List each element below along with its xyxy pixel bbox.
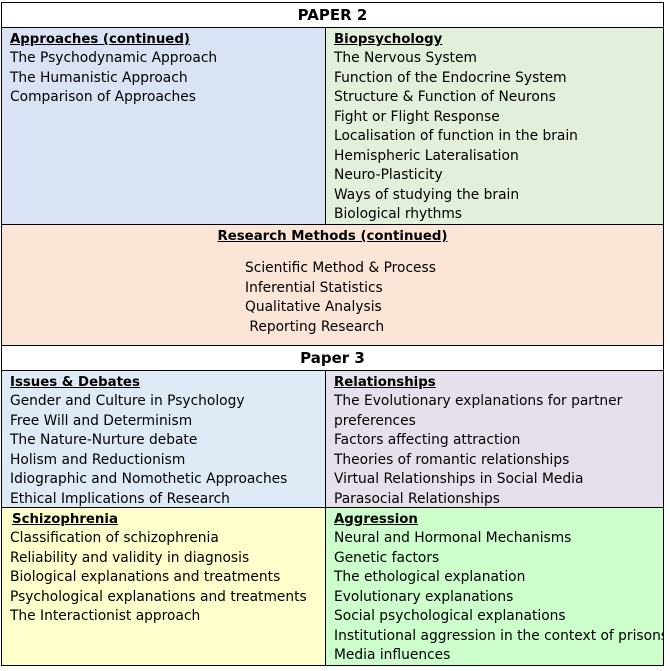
- list-item: Virtual Relationships in Social Media: [334, 471, 584, 488]
- list-item: Classification of schizophrenia: [10, 530, 219, 547]
- list-item: The Humanistic Approach: [10, 69, 188, 86]
- issues-debates-title: Issues & Debates: [10, 375, 140, 390]
- list-item: Inferential Statistics: [245, 279, 383, 296]
- paper-3-title: Paper 3: [300, 349, 365, 367]
- list-item: Factors affecting attraction: [334, 432, 521, 449]
- aggression-list: Neural and Hormonal Mechanisms Genetic f…: [326, 529, 664, 665]
- list-item: Neuro-Plasticity: [334, 167, 443, 184]
- list-item: Genetic factors: [334, 549, 440, 566]
- list-item: Scientific Method & Process: [245, 260, 436, 276]
- list-item: The Nature-Nurture debate: [10, 432, 198, 449]
- list-item: Reliability and validity in diagnosis: [10, 549, 250, 566]
- list-item: Biological explanations and treatments: [10, 569, 281, 586]
- list-item: Structure & Function of Neurons: [334, 89, 556, 106]
- issues-debates-list: Gender and Culture in Psychology Free Wi…: [2, 392, 325, 507]
- list-item: Holism and Reductionism: [10, 451, 186, 468]
- list-item: Parasocial Relationships: [334, 490, 500, 507]
- schizophrenia-title: Schizophrenia: [12, 512, 118, 527]
- approaches-title: Approaches (continued): [10, 32, 190, 47]
- relationships-title: Relationships: [334, 375, 436, 390]
- schizophrenia-section: Schizophrenia Classification of schizoph…: [1, 507, 326, 666]
- list-item: Ways of studying the brain: [334, 186, 520, 203]
- list-item: Comparison of Approaches: [10, 89, 196, 106]
- schizophrenia-list: Classification of schizophrenia Reliabil…: [2, 529, 325, 627]
- list-item: Social psychological explanations: [334, 608, 566, 625]
- list-item: Psychological explanations and treatment…: [10, 588, 307, 605]
- list-item: Idiographic and Nomothetic Approaches: [10, 471, 288, 488]
- list-item: The Nervous System: [334, 50, 477, 67]
- list-item: Biological rhythms: [334, 206, 462, 223]
- aggression-title: Aggression: [334, 512, 418, 527]
- approaches-section: Approaches (continued) The Psychodynamic…: [1, 27, 326, 225]
- list-item: Institutional aggression in the context …: [334, 627, 664, 644]
- list-item: Neural and Hormonal Mechanisms: [334, 530, 572, 547]
- approaches-list: The Psychodynamic Approach The Humanisti…: [2, 49, 325, 108]
- list-item: Fight or Flight Response: [334, 108, 500, 125]
- list-item: preferences: [334, 412, 416, 429]
- list-item: Media influences: [334, 647, 451, 664]
- list-item: Gender and Culture in Psychology: [10, 393, 245, 410]
- list-item: Hemispheric Lateralisation: [334, 147, 519, 164]
- biopsychology-section: Biopsychology The Nervous System Functio…: [325, 27, 664, 225]
- list-item: Free Will and Determinism: [10, 412, 193, 429]
- research-methods-title: Research Methods (continued): [217, 229, 448, 244]
- list-item: The ethological explanation: [334, 569, 526, 586]
- list-item: Theories of romantic relationships: [334, 451, 570, 468]
- list-item: The Interactionist approach: [10, 608, 201, 625]
- list-item: Qualitative Analysis: [245, 299, 382, 315]
- biopsychology-list: The Nervous System Function of the Endoc…: [326, 49, 663, 224]
- relationships-list: The Evolutionary explanations for partne…: [326, 392, 663, 507]
- issues-debates-section: Issues & Debates Gender and Culture in P…: [1, 370, 326, 508]
- list-item: Localisation of function in the brain: [334, 128, 578, 145]
- relationships-section: Relationships The Evolutionary explanati…: [325, 370, 664, 508]
- list-item: The Psychodynamic Approach: [10, 50, 218, 67]
- research-methods-list: Scientific Method & Process Inferential …: [237, 259, 436, 337]
- list-item: Ethical Implications of Research: [10, 490, 230, 507]
- list-item: Function of the Endocrine System: [334, 69, 567, 86]
- paper-2-header: PAPER 2: [1, 2, 664, 28]
- list-item: Reporting Research: [245, 318, 385, 335]
- curriculum-table: PAPER 2 Approaches (continued) The Psych…: [1, 2, 664, 666]
- list-item: The Evolutionary explanations for partne…: [334, 393, 623, 410]
- biopsychology-title: Biopsychology: [334, 32, 443, 47]
- paper-2-title: PAPER 2: [297, 6, 368, 24]
- aggression-section: Aggression Neural and Hormonal Mechanism…: [325, 507, 664, 666]
- research-methods-section: Research Methods (continued) Scientific …: [1, 224, 664, 346]
- list-item: Evolutionary explanations: [334, 588, 514, 605]
- paper-3-header: Paper 3: [1, 345, 664, 371]
